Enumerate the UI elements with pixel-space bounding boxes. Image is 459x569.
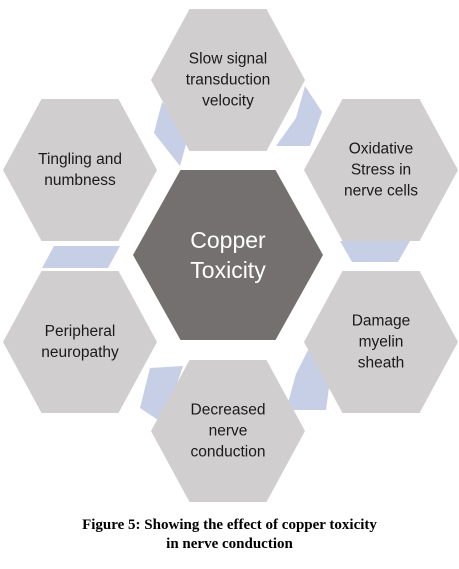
hex-oxidative-stress-label-line: nerve cells xyxy=(344,183,418,200)
hex-center-copper-toxicity-label-line: Toxicity xyxy=(190,257,266,283)
hex-peripheral-neuropathy-shape xyxy=(3,271,157,413)
connector-wedge xyxy=(154,102,190,166)
hex-peripheral-neuropathy: Peripheral neuropathy xyxy=(3,271,157,413)
hex-damage-myelin-label-line: sheath xyxy=(358,355,405,372)
caption-line-1: Figure 5: Showing the effect of copper t… xyxy=(82,517,377,533)
figure-caption: Figure 5: Showing the effect of copper t… xyxy=(0,516,459,554)
connector-wedge xyxy=(340,241,410,262)
hex-center-copper-toxicity-label-line: Copper xyxy=(190,227,266,253)
hex-decreased-conduction-label-line: Decreased xyxy=(191,402,266,419)
hex-tingling-numbness-label-line: Tingling and xyxy=(38,151,122,168)
hex-slow-signal-label-line: velocity xyxy=(202,93,254,110)
hex-damage-myelin-label-line: myelin xyxy=(359,334,404,351)
hex-peripheral-neuropathy-label-line: Peripheral xyxy=(45,323,116,340)
hex-decreased-conduction-label-line: conduction xyxy=(191,444,266,461)
connector-group xyxy=(42,86,410,420)
hexagon-group: Slow signaltransductionvelocityOxidative… xyxy=(3,9,458,502)
hex-damage-myelin: Damage myelin sheath xyxy=(304,271,458,413)
hex-decreased-conduction-label-line: nerve xyxy=(209,423,248,440)
hex-decreased-conduction-shape xyxy=(151,360,305,502)
hex-tingling-numbness: Tingling and numbness xyxy=(3,99,157,241)
hex-slow-signal-label-line: transduction xyxy=(186,72,270,89)
hex-damage-myelin-label-line: Damage xyxy=(352,313,411,330)
hex-center-copper-toxicity-shape xyxy=(133,170,323,340)
hex-oxidative-stress-shape xyxy=(304,99,458,241)
hex-slow-signal-label-line: Slow signal xyxy=(189,51,267,68)
connector-wedge xyxy=(140,366,183,420)
hex-slow-signal: Slow signal transduction velocity xyxy=(151,9,305,151)
hex-tingling-numbness-shape xyxy=(3,99,157,241)
caption-line-2: in nerve conduction xyxy=(166,536,293,552)
hex-decreased-conduction: Decreased nerve conduction xyxy=(151,360,305,502)
hex-slow-signal-shape xyxy=(151,9,305,151)
copper-toxicity-diagram: Slow signaltransductionvelocityOxidative… xyxy=(3,9,458,502)
connector-wedge xyxy=(276,86,322,146)
connector-wedge xyxy=(42,246,120,268)
hex-damage-myelin-shape xyxy=(304,271,458,413)
hex-peripheral-neuropathy-label-line: neuropathy xyxy=(41,344,119,361)
hex-oxidative-stress-label-line: Stress in xyxy=(351,162,411,179)
hex-tingling-numbness-label-line: numbness xyxy=(44,172,116,189)
hex-oxidative-stress-label-line: Oxidative xyxy=(349,141,414,158)
